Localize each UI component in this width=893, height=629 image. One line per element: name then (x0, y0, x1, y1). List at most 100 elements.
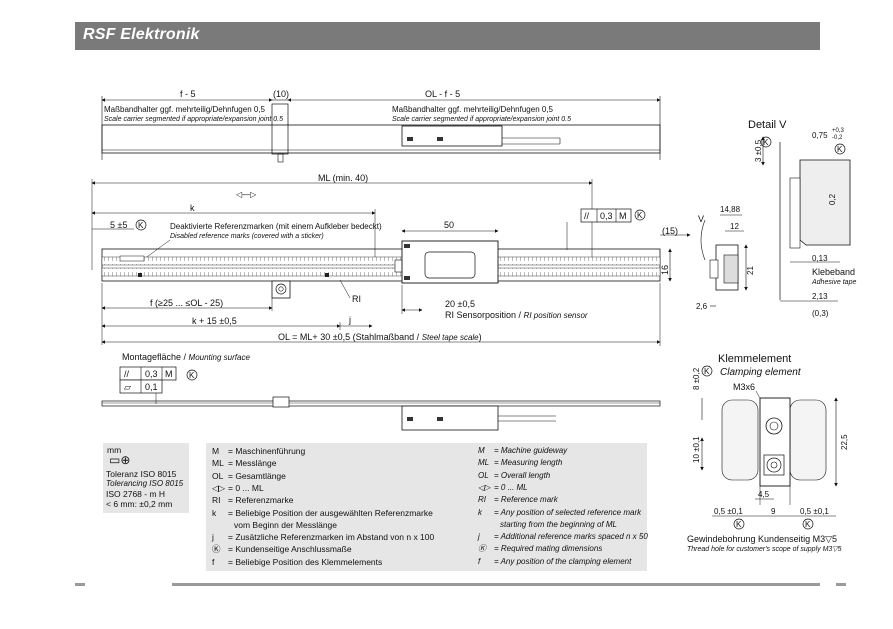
k-circle-icon: K (704, 367, 710, 376)
k-circle-icon (634, 209, 646, 221)
legend-text: = Measuring length (494, 458, 563, 468)
clamp-screw: M3x6 (733, 382, 755, 392)
clamp-view: Klemmelement K Clamping element M3x6 8 ±… (687, 353, 849, 553)
thread-en: Thread hole for customer's scope of supp… (687, 546, 842, 553)
dim-4-5: 4,5 (758, 490, 770, 499)
detail-v-title: Detail V (748, 119, 787, 131)
legend-text: = Required mating dimensions (494, 544, 603, 554)
note-carrier-de-2: Maßbandhalter ggf. mehrteilig/Dehnfugen … (392, 105, 554, 114)
dim-22-5: 22,5 (840, 434, 849, 450)
legend-symbol: ◁▷ (478, 482, 491, 492)
dim-2-6: 2,6 (696, 302, 708, 311)
dim-20: 20 ±0,5 (445, 299, 475, 309)
legend-text: = 0 ... ML (494, 482, 528, 492)
dim-16: 16 (660, 265, 670, 275)
thread-de: Gewindebohrung Kundenseitig M3▽5 (687, 534, 837, 544)
tolerance-line-4: < 6 mm: ±0,2 mm (106, 499, 173, 509)
legend-symbol: Ⓚ (478, 544, 486, 554)
legend-symbol: M (478, 446, 485, 455)
legend-text: = Any position of selected reference mar… (494, 507, 642, 517)
dim-0-5-a: 0,5 ±0,1 (714, 507, 743, 516)
svg-text:0,1: 0,1 (145, 382, 158, 392)
dim-10: 10 ±0,1 (692, 436, 701, 463)
main-view: ML (min. 40) ◁—▷ k 5 ±5 K Deaktivierte R… (91, 173, 691, 346)
dim-f-5: f - 5 (180, 89, 196, 99)
dim-ml: ML (min. 40) (318, 173, 368, 183)
dim-ol: OL = ML+ 30 ±0,5 (Stahlmaßband / Steel t… (278, 332, 482, 342)
tolerance-line-2: Tolerancing ISO 8015 (106, 479, 184, 488)
dim-0-75: 0,75 (812, 131, 828, 140)
note-carrier-en-1: Scale carrier segmented if appropriate/e… (104, 116, 283, 123)
legend-symbol: j (478, 532, 480, 542)
legend-symbol: f (478, 556, 481, 566)
dim-ol-f-5: OL - f - 5 (425, 89, 460, 99)
legend-text: = Beliebige Position der ausgewählten Re… (228, 507, 433, 518)
zero-ml-arrow: ◁—▷ (236, 190, 257, 199)
footer-line (172, 583, 820, 586)
legend-text: = Kundenseitige Anschlussmaße (228, 544, 352, 555)
legend-text: = Referenzmarke (228, 495, 294, 506)
dim-k: k (190, 203, 195, 213)
dim-8: 8 ±0,2 (692, 367, 701, 390)
legend-symbol: k (478, 507, 482, 517)
legend-text: = Additional reference marks spaced n x … (494, 532, 648, 542)
dim-5: 5 ±5 (110, 220, 127, 230)
svg-text:K: K (138, 221, 144, 230)
legend-symbol: k (212, 507, 217, 518)
tolerance-box: mm ▭⊕ Toleranz ISO 8015 Tolerancing ISO … (103, 443, 189, 513)
clamp-element (271, 280, 291, 299)
tolerance-line-3: ISO 2768 - m H (106, 489, 166, 499)
parallelism-icon: // (584, 211, 590, 221)
dim-12: 12 (730, 222, 739, 231)
header-bar: RSF Elektronik (75, 22, 820, 50)
legend-symbol: M (212, 446, 220, 456)
deactivated-en: Disabled reference marks (covered with a… (170, 233, 324, 240)
adhesive-de: Klebeband (812, 267, 855, 277)
note-carrier-en-2: Scale carrier segmented if appropriate/e… (392, 116, 571, 123)
legend-text: = Machine guideway (494, 446, 568, 455)
flatness-icon: ▱ (124, 382, 131, 392)
deactivated-de: Deaktivierte Referenzmarken (mit einem A… (170, 222, 382, 231)
dim-9: 9 (771, 507, 776, 516)
mounting-view: Montagefläche / Mounting surface // 0,3 … (101, 352, 661, 431)
note-carrier-de-1: Maßbandhalter ggf. mehrteilig/Dehnfugen … (104, 105, 266, 114)
v-label: V (698, 214, 704, 224)
projection-icon: ▭⊕ (109, 453, 131, 467)
tolerance-line-1: Toleranz ISO 8015 (106, 469, 177, 479)
k-circle-icon: K (736, 520, 742, 529)
legend-text: = Messlänge (228, 458, 277, 469)
legend-text: = Overall length (494, 470, 551, 480)
svg-text:0,3: 0,3 (600, 211, 613, 221)
unit-label: mm (107, 445, 122, 455)
dim-14-88: 14,88 (720, 205, 741, 214)
detail-v: Detail V 3 ±0,5 K 0,75 +0,3 -0,2 K 0,13 … (748, 119, 856, 318)
ri-position-label: RI Sensorposition / RI position sensor (445, 310, 588, 320)
k-circle-icon: K (837, 145, 843, 154)
k-circle-icon: K (189, 371, 195, 380)
ri-label: RI (352, 294, 361, 304)
mounting-label: Montagefläche / Mounting surface (122, 352, 250, 362)
svg-text:M: M (165, 369, 173, 379)
clamp-title-de: Klemmelement (718, 353, 791, 365)
legend-symbol: OL (212, 470, 224, 481)
adhesive-en: Adhesive tape (811, 279, 856, 286)
dim-50: 50 (444, 220, 454, 230)
clamp-title-en: Clamping element (720, 367, 802, 378)
footer-mark (75, 583, 85, 586)
dim-0-5-b: 0,5 ±0,1 (800, 507, 829, 516)
top-view: f - 5 (10) OL - f - 5 Maßbandhalter ggf.… (101, 89, 661, 163)
parallelism-icon: // (124, 369, 130, 379)
k-circle-icon: K (763, 138, 769, 147)
dim-0-13: 0,13 (812, 254, 828, 263)
legend-symbol: Ⓚ (212, 544, 221, 555)
dim-2-13: 2,13 (812, 292, 828, 301)
parallelism-frame (580, 208, 632, 223)
legend-symbol: ML (212, 458, 224, 469)
legend-text: = Beliebige Position des Klemmelements (228, 556, 383, 567)
legend-symbol: f (212, 556, 215, 567)
legend-text: = Any position of the clamping element (494, 556, 632, 566)
dim-10: (10) (273, 89, 289, 99)
svg-text:-0,2: -0,2 (832, 135, 843, 141)
